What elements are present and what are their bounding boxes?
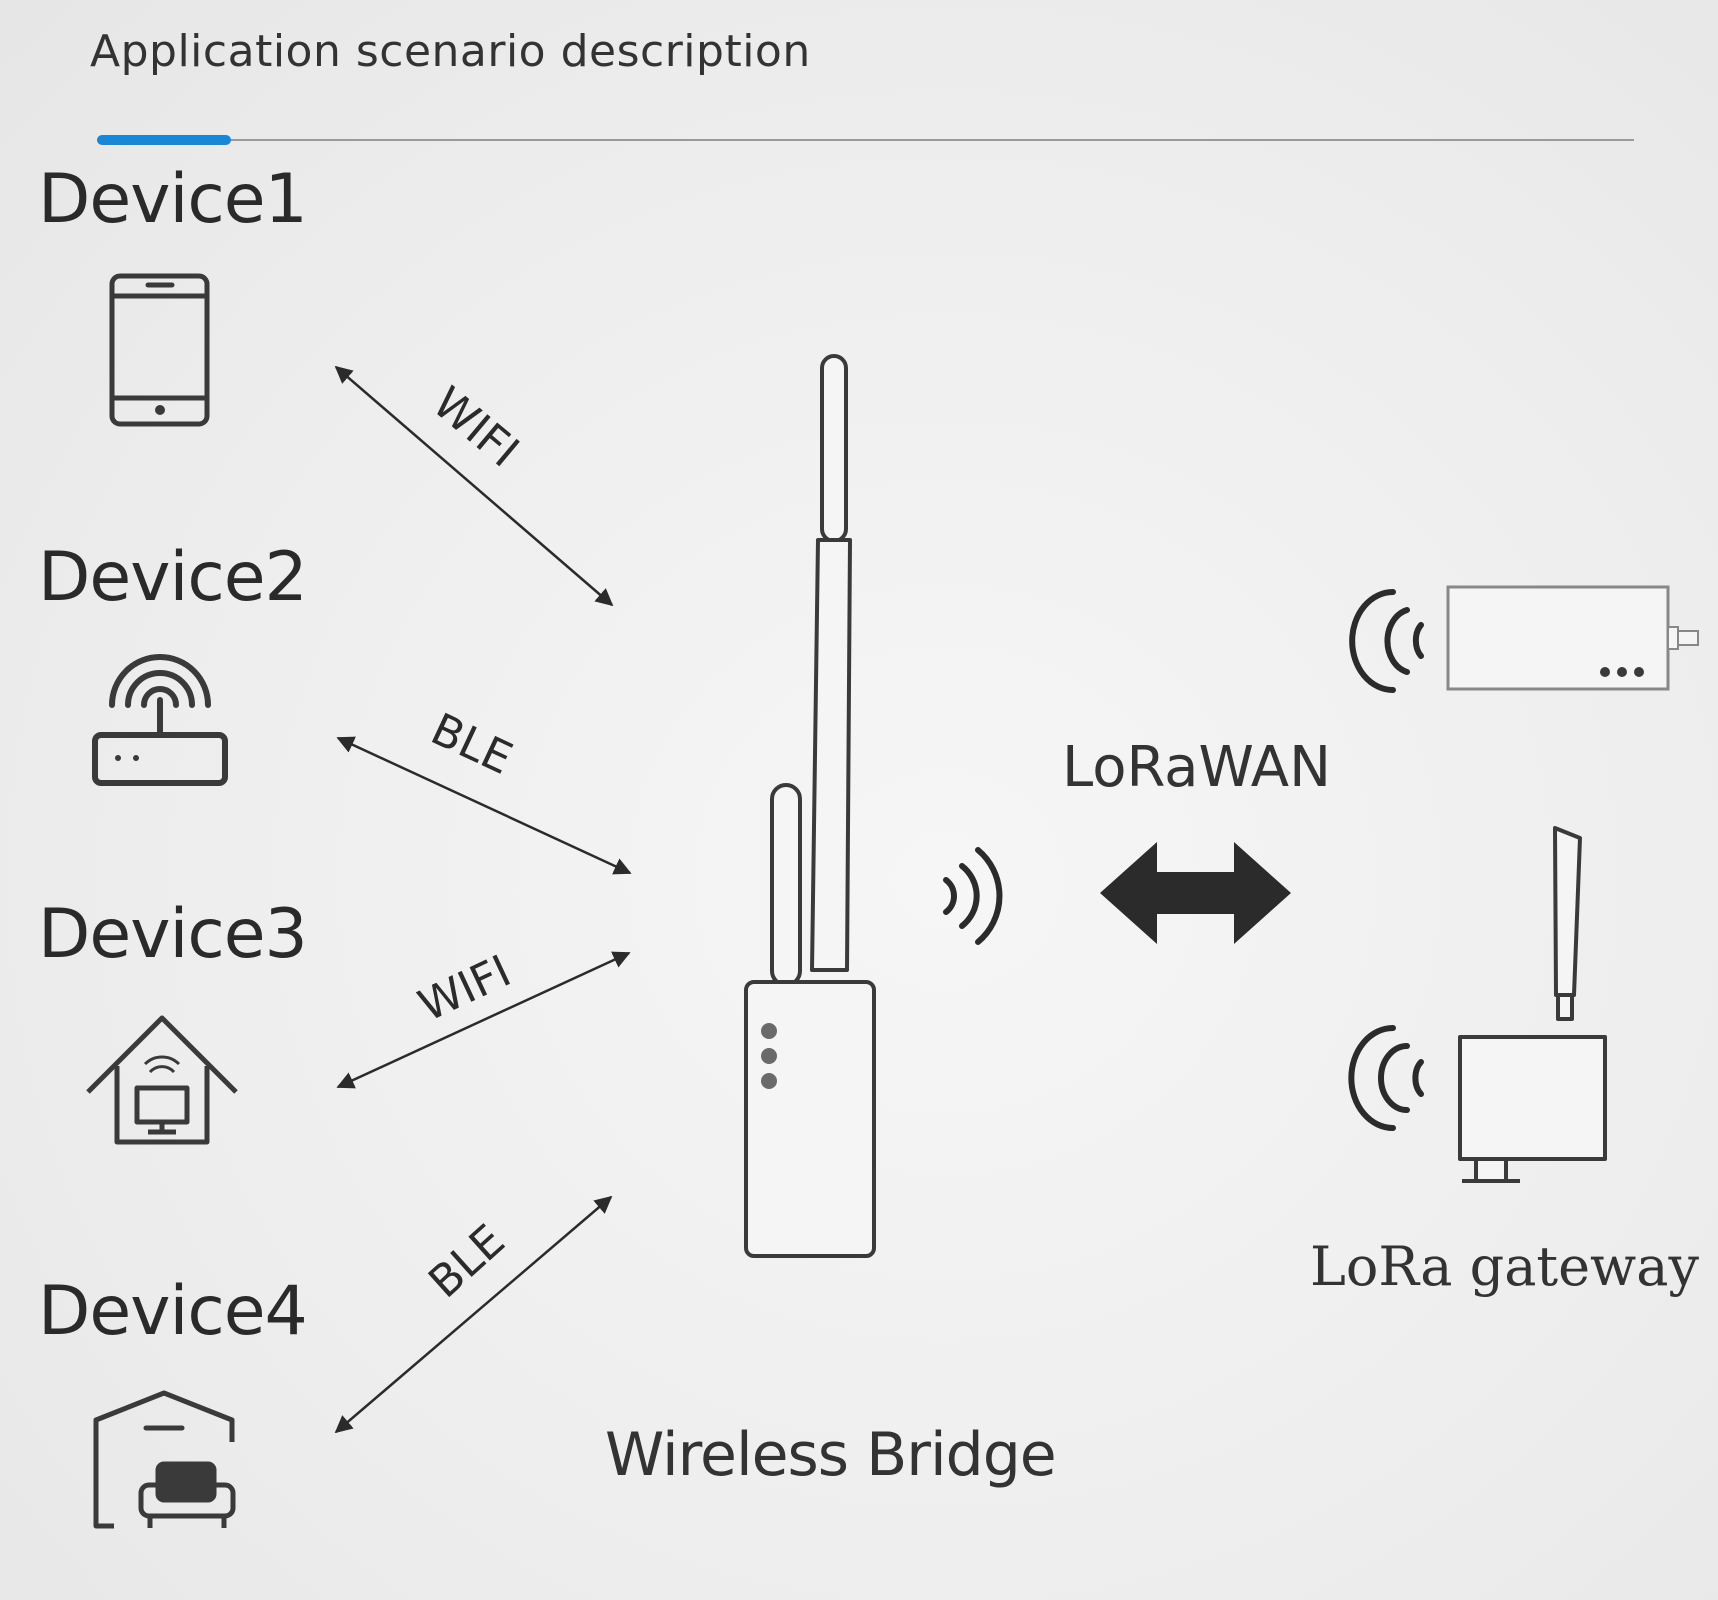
link-label-device1: WIFI <box>423 377 528 477</box>
page-title: Application scenario description <box>90 26 811 77</box>
lora-gateway-antenna-icon <box>1348 826 1607 1183</box>
device1-label: Device1 <box>38 160 308 239</box>
lora-gateway-box-icon <box>1349 585 1699 693</box>
lorawan-label: LoRaWAN <box>1062 735 1331 800</box>
header-divider <box>97 139 1634 141</box>
device3-label: Device3 <box>38 895 308 974</box>
link-device4-ble <box>334 1195 613 1434</box>
header-accent-bar <box>97 135 231 145</box>
garage-car-icon <box>93 1390 236 1529</box>
router-icon <box>92 654 228 786</box>
link-device1-wifi <box>334 365 614 607</box>
link-device2-ble <box>336 736 632 875</box>
bridge-signal-icon <box>943 847 1003 945</box>
link-label-device4: BLE <box>419 1215 514 1308</box>
wireless-bridge-label: Wireless Bridge <box>605 1420 1057 1490</box>
link-label-device2: BLE <box>423 704 519 785</box>
link-device3-wifi <box>336 951 631 1089</box>
link-label-device3: WIFI <box>411 946 518 1032</box>
device4-label: Device4 <box>38 1272 308 1351</box>
smart-home-icon <box>86 1015 238 1145</box>
wireless-bridge-icon <box>744 354 876 1258</box>
double-arrow-icon <box>1100 842 1291 944</box>
smartphone-icon <box>109 273 210 427</box>
lora-gateway-label: LoRa gateway <box>1310 1235 1699 1298</box>
device2-label: Device2 <box>38 538 308 617</box>
